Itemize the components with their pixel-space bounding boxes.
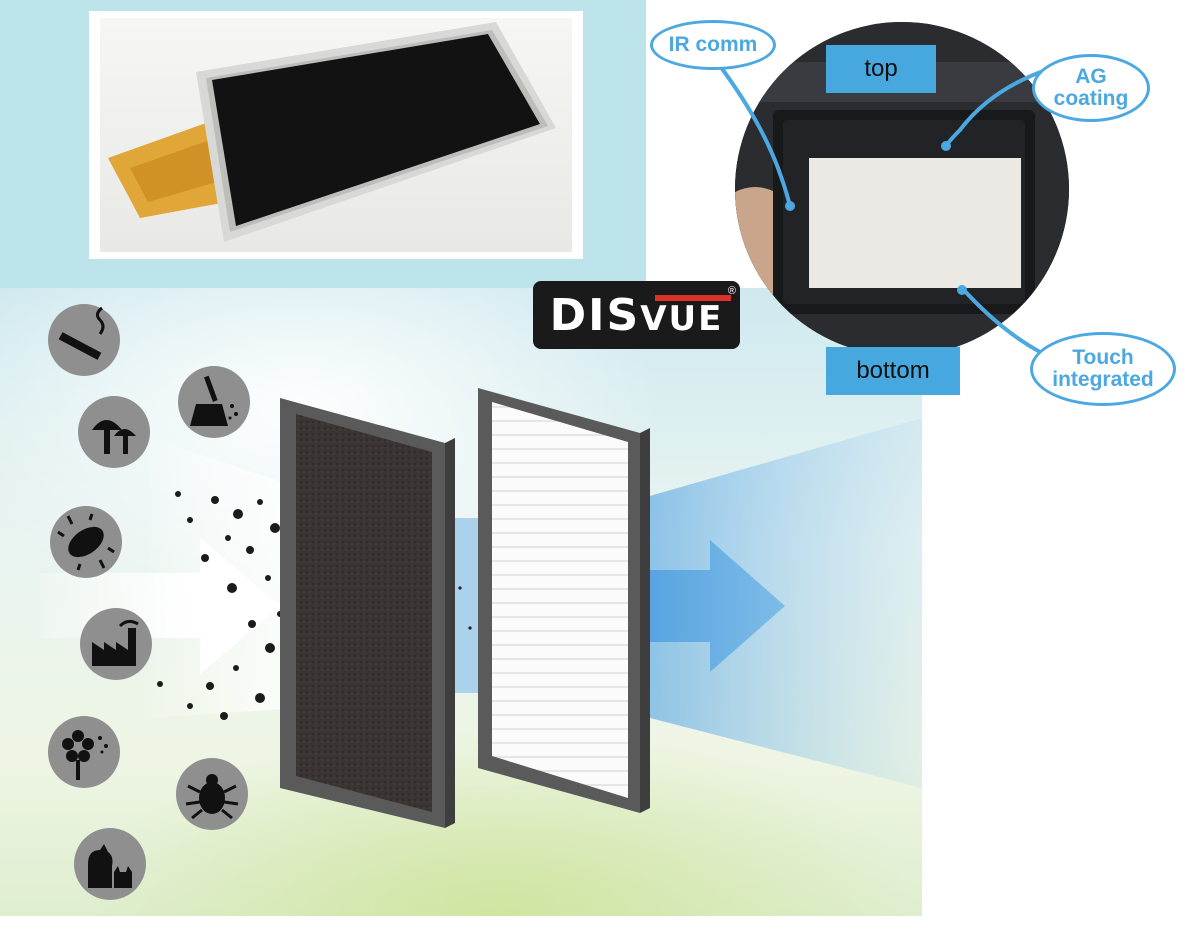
- hepa-filter: [478, 388, 650, 813]
- broom-dust-icon: [178, 366, 250, 438]
- logo-wordmark: DISVUE: [549, 289, 724, 341]
- ag-coating-callout: AG coating: [1032, 54, 1150, 122]
- carbon-filter: [280, 398, 455, 828]
- flower-pollen-icon: [48, 716, 120, 788]
- mite-icon: [176, 758, 248, 830]
- pet-icon: [74, 828, 146, 900]
- lcd-module-photo: [100, 18, 572, 252]
- dust-particles: [157, 491, 283, 720]
- air-filter-illustration: [0, 288, 922, 916]
- logo-red-bar: [655, 295, 731, 301]
- mushroom-icon: [78, 396, 150, 468]
- top-label: top: [826, 45, 936, 93]
- bacteria-icon: [50, 506, 122, 578]
- touch-integrated-callout: Touch integrated: [1030, 332, 1176, 406]
- bottom-label: bottom: [826, 347, 960, 395]
- registered-mark: ®: [727, 285, 736, 297]
- factory-icon: [80, 608, 152, 680]
- disvue-logo: DISVUE ®: [533, 281, 740, 349]
- cigarette-icon: [48, 304, 120, 376]
- incoming-air-arrow: [40, 538, 280, 674]
- ir-comm-callout: IR comm: [650, 20, 776, 70]
